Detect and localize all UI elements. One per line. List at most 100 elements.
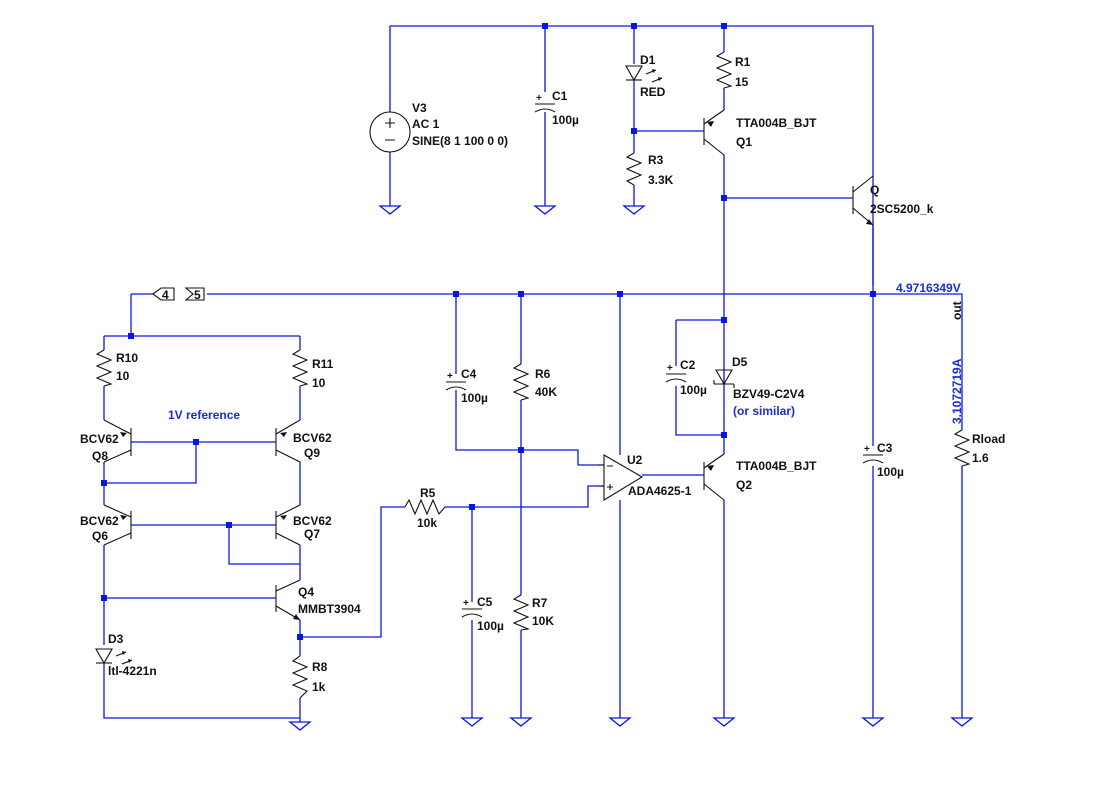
resistor-rload[interactable]: Rload 1.6 [953,429,1005,467]
c3-value: 100µ [877,465,904,479]
q-ref: Q [870,183,879,197]
polarity-plus-icon: + [463,598,469,609]
d1-value: RED [640,85,666,99]
polarity-plus-icon: + [667,363,673,374]
r10-ref: R10 [116,351,138,365]
q4-model: MMBT3904 [298,602,361,616]
polarity-plus-icon: + [864,444,870,455]
q2-ref: Q2 [736,478,752,492]
ground-symbol [950,717,974,727]
output-voltage-readout: 4.9716349V [896,281,961,295]
ground-symbols [288,200,974,731]
c1-value: 100µ [552,113,579,127]
q1-ref: Q1 [736,135,752,149]
resistor-r1[interactable]: R1 15 [715,51,751,89]
r10-value: 10 [116,369,130,383]
ground-symbol [460,717,484,727]
resistor-r10[interactable]: R10 10 [95,349,138,387]
capacitor-c3[interactable]: + C3 100µ [862,441,904,479]
ground-symbol [608,717,632,727]
q1-model: TTA004B_BJT [736,116,817,130]
transistor-q7[interactable]: BCV62 Q7 [275,504,332,546]
q8-ref: Q8 [92,449,108,463]
capacitor-c2[interactable]: + C2 100µ [665,358,707,397]
ground-symbol [378,200,402,215]
v3-ref: V3 [412,101,427,115]
c4-ref: C4 [461,367,477,381]
r1-ref: R1 [735,55,751,69]
q8-model: BCV62 [80,432,119,446]
resistor-r3[interactable]: R3 3.3K [625,152,674,187]
q4-ref: Q4 [298,585,314,599]
reference-annotation: 1V reference [168,408,240,422]
ground-symbol [533,200,557,215]
d5-value: BZV49-C2V4 [733,387,805,401]
q7-ref: Q7 [304,527,320,541]
v3-sine-value: SINE(8 1 100 0 0) [412,134,508,148]
q6-ref: Q6 [92,529,108,543]
zener-d5[interactable]: D5 BZV49-C2V4 (or similar) [713,355,805,418]
load-current-readout: 3.1072719A [950,358,964,424]
u2-model: ADA4625-1 [628,484,692,498]
resistor-r11[interactable]: R11 10 [291,349,334,390]
ground-symbol [861,717,885,727]
q7-model: BCV62 [293,514,332,528]
transistor-q9[interactable]: BCV62 Q9 [275,419,332,463]
r11-ref: R11 [312,357,334,371]
transistor-q[interactable]: Q 2SC5200_k [852,175,934,226]
r3-value: 3.3K [648,173,674,187]
opamp-u2[interactable]: U2 ADA4625-1 [598,453,692,501]
q2-model: TTA004B_BJT [736,459,817,473]
net-port-5[interactable]: 5 [184,287,205,302]
r5-value: 10k [417,516,437,530]
resistor-r5[interactable]: R5 10k [404,486,446,530]
transistor-q1[interactable]: TTA004B_BJT Q1 [703,109,817,156]
led-d1[interactable]: D1 RED [625,53,666,99]
ground-symbol [509,717,533,727]
transistor-q8[interactable]: BCV62 Q8 [80,419,132,463]
led-d3[interactable]: D3 ltl-4221n [95,632,157,678]
ground-symbol [288,721,312,731]
transistor-q6[interactable]: BCV62 Q6 [80,504,132,546]
d3-ref: D3 [108,632,124,646]
r6-value: 40K [535,385,557,399]
capacitor-c1[interactable]: + C1 100µ [534,89,579,127]
q9-ref: Q9 [304,446,320,460]
transistor-q2[interactable]: TTA004B_BJT Q2 [703,453,817,501]
r8-ref: R8 [312,660,328,674]
d5-note: (or similar) [733,404,795,418]
transistor-q4[interactable]: Q4 MMBT3904 [275,579,361,621]
port-5-label: 5 [194,288,201,302]
r8-value: 1k [312,680,326,694]
c2-value: 100µ [680,383,707,397]
r1-value: 15 [735,75,749,89]
ground-symbol [712,717,736,727]
c5-ref: C5 [477,595,493,609]
q-model: 2SC5200_k [870,202,934,216]
r11-value: 10 [312,376,326,390]
net-out-label: out [950,301,964,320]
capacitor-c5[interactable]: + C5 100µ [461,595,504,633]
rload-ref: Rload [972,432,1005,446]
net-port-4[interactable]: 4 [152,287,175,302]
resistor-r8[interactable]: R8 1k [291,655,328,699]
rload-value: 1.6 [972,451,989,465]
c2-ref: C2 [680,358,696,372]
ground-symbol [622,200,646,215]
resistor-r6[interactable]: R6 40K [512,363,557,401]
r7-value: 10K [532,614,554,628]
port-4-label: 4 [162,288,169,302]
r7-ref: R7 [532,596,548,610]
junctions [101,23,876,640]
wires [103,25,963,722]
voltage-source-v3[interactable]: V3 AC 1 SINE(8 1 100 0 0) [369,101,508,153]
d1-ref: D1 [640,53,656,67]
c1-ref: C1 [552,89,568,103]
capacitor-c4[interactable]: + C4 100µ [445,367,488,405]
resistor-r7[interactable]: R7 10K [512,594,554,631]
r6-ref: R6 [535,367,551,381]
r5-ref: R5 [420,486,436,500]
q6-model: BCV62 [80,514,119,528]
v3-ac-value: AC 1 [412,117,440,131]
